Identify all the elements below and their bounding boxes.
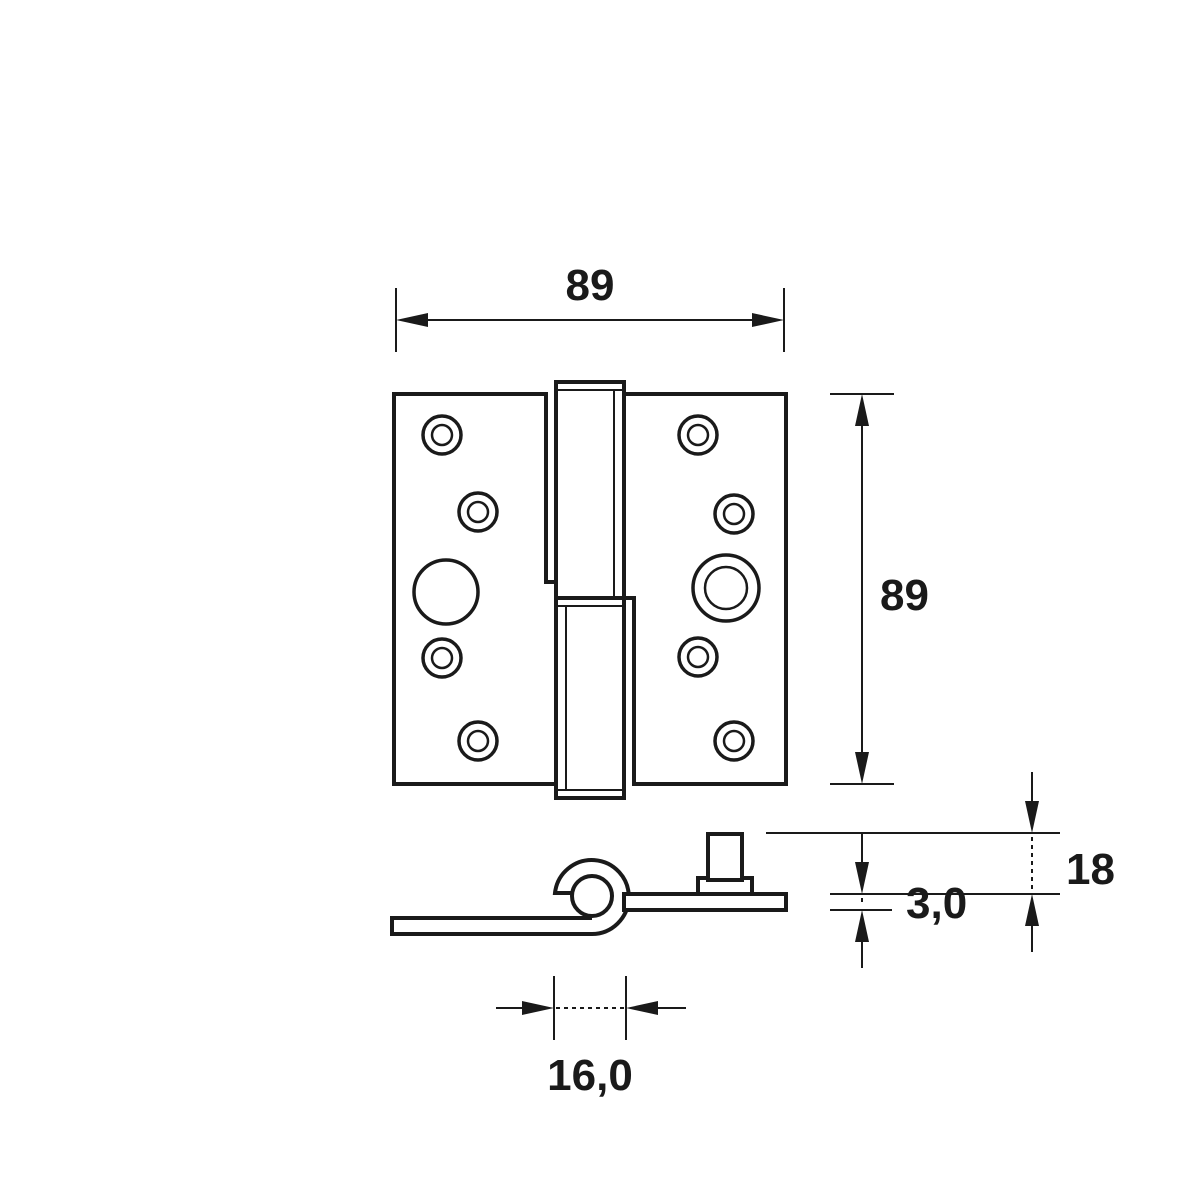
screw-hole (421, 414, 463, 456)
hinge-front-view (392, 380, 788, 800)
side-right-leaf (622, 892, 788, 912)
thickness-dimensions: 18 3,0 (766, 772, 1115, 968)
side-security-pin (696, 832, 754, 896)
height-label: 89 (880, 571, 929, 620)
hinge-side-view (390, 832, 788, 936)
security-pin (691, 553, 761, 623)
leaf-thickness-label: 3,0 (906, 879, 967, 928)
security-hole (412, 558, 480, 626)
screw-hole (677, 414, 719, 456)
total-thickness-label: 18 (1066, 845, 1115, 894)
screw-hole (713, 493, 755, 535)
screw-hole (457, 491, 499, 533)
knuckle-diameter-label: 16,0 (547, 1051, 633, 1100)
side-knuckle (570, 874, 614, 918)
upper-knuckle (554, 380, 626, 602)
height-dimension: 89 (830, 393, 929, 785)
knuckle-diameter-dimension: 16,0 (496, 976, 686, 1100)
screw-hole (421, 637, 463, 679)
screw-hole (713, 720, 755, 762)
width-dimension: 89 (395, 261, 785, 352)
screw-hole (677, 636, 719, 678)
width-label: 89 (566, 261, 615, 310)
lower-knuckle (554, 596, 626, 800)
screw-hole (457, 720, 499, 762)
